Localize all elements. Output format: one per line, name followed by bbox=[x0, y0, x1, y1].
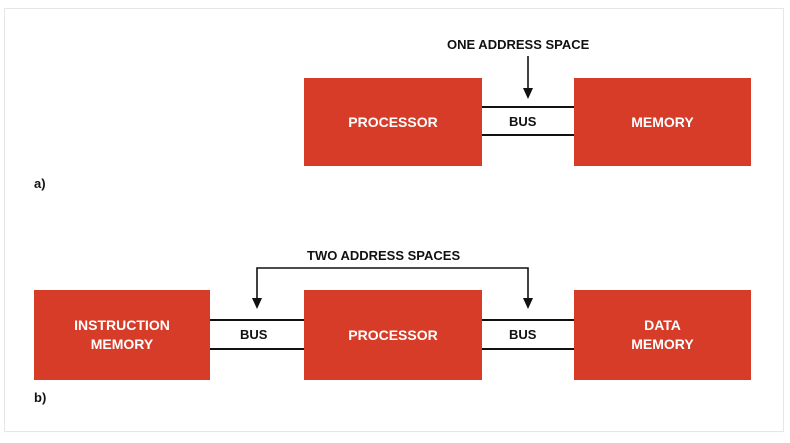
arrow-head-a bbox=[523, 88, 533, 99]
processor-label-a: PROCESSOR bbox=[348, 113, 438, 130]
bus-line-bottom-b-left bbox=[210, 348, 304, 350]
arrow-head-b-right bbox=[523, 298, 533, 309]
processor-box-b: PROCESSOR bbox=[304, 290, 482, 380]
memory-label-a: MEMORY bbox=[631, 113, 694, 130]
address-bracket-b bbox=[256, 267, 529, 300]
two-address-spaces-label: TWO ADDRESS SPACES bbox=[307, 248, 461, 263]
instruction-memory-box: INSTRUCTION MEMORY bbox=[34, 290, 210, 380]
instruction-memory-label: INSTRUCTION MEMORY bbox=[74, 317, 170, 352]
bus-line-top-a bbox=[482, 106, 574, 108]
data-memory-label: DATA MEMORY bbox=[631, 317, 694, 352]
memory-box-a: MEMORY bbox=[574, 78, 751, 166]
one-address-space-label: ONE ADDRESS SPACE bbox=[447, 37, 590, 52]
figure-frame bbox=[4, 8, 784, 432]
bus-label-a: BUS bbox=[509, 114, 537, 129]
processor-box-a: PROCESSOR bbox=[304, 78, 482, 166]
part-b-tag: b) bbox=[34, 390, 47, 405]
arrow-head-b-left bbox=[252, 298, 262, 309]
part-a-tag: a) bbox=[34, 176, 46, 191]
bus-line-top-b-left bbox=[210, 319, 304, 321]
bus-line-bottom-a bbox=[482, 134, 574, 136]
bus-line-bottom-b-right bbox=[482, 348, 574, 350]
bus-label-b-left: BUS bbox=[240, 327, 268, 342]
bus-line-top-b-right bbox=[482, 319, 574, 321]
data-memory-box: DATA MEMORY bbox=[574, 290, 751, 380]
bus-label-b-right: BUS bbox=[509, 327, 537, 342]
processor-label-b: PROCESSOR bbox=[348, 326, 438, 343]
